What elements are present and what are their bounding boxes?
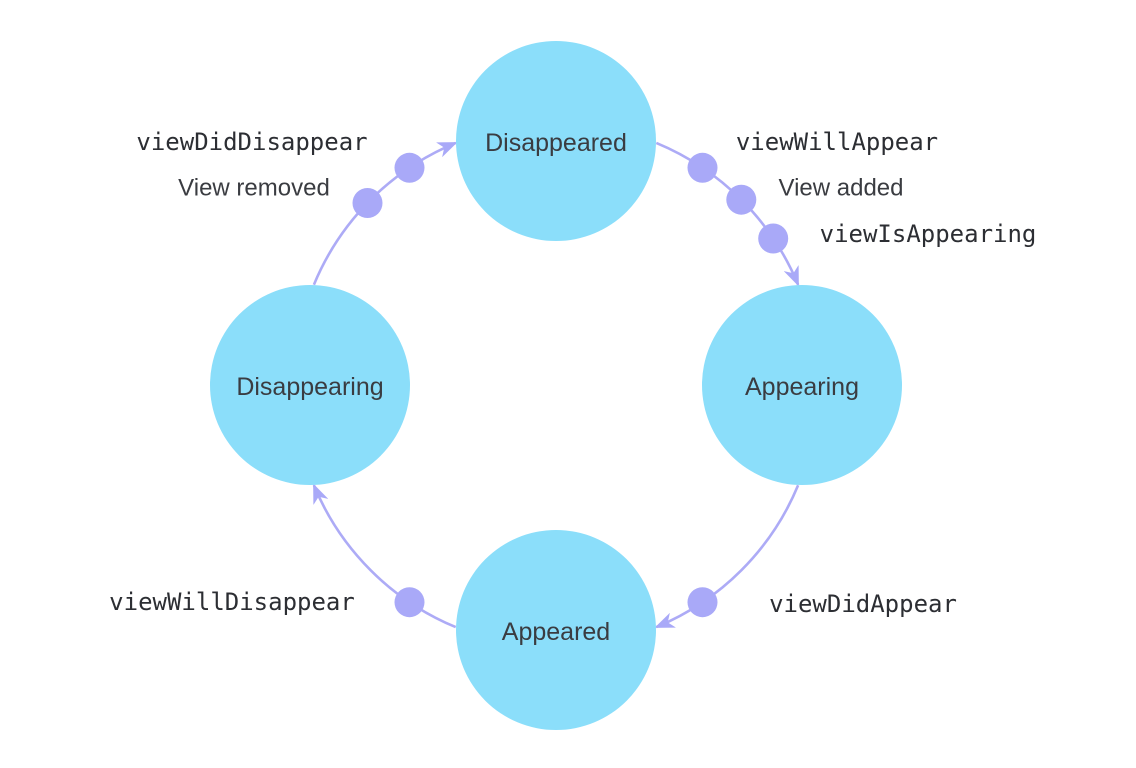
state-node-disappearing: Disappearing <box>210 285 410 485</box>
state-label-appeared: Appeared <box>502 618 610 646</box>
state-label-appearing: Appearing <box>745 373 859 401</box>
state-circle-appeared <box>456 530 656 730</box>
note-label-view-removed: View removed <box>178 175 330 202</box>
state-label-disappearing: Disappearing <box>236 373 383 401</box>
method-label-viewWillDisappear: viewWillDisappear <box>109 588 355 616</box>
event-dot-viewDidDisappear <box>394 152 425 183</box>
state-node-appeared: Appeared <box>456 530 656 730</box>
state-circle-disappearing <box>210 285 410 485</box>
state-circle-appearing <box>702 285 902 485</box>
event-dot-viewDidAppear <box>687 587 718 618</box>
state-node-disappeared: Disappeared <box>456 41 656 241</box>
method-label-viewDidDisappear: viewDidDisappear <box>136 128 367 156</box>
event-dot-viewIsAppearing <box>758 223 789 254</box>
method-label-viewWillAppear: viewWillAppear <box>736 128 938 156</box>
transition-arrow-appearing-to-appeared <box>654 484 800 629</box>
transition-arrow-disappearing-to-disappeared <box>312 141 458 286</box>
transition-arrow-appeared-to-disappearing <box>312 483 457 629</box>
event-dot-viewWillDisappear <box>394 587 425 618</box>
event-dot-view-removed <box>352 188 383 218</box>
method-label-viewIsAppearing: viewIsAppearing <box>820 220 1037 248</box>
event-dot-view-added <box>726 184 757 215</box>
note-label-view-added: View added <box>779 175 904 202</box>
transition-arrow-disappeared-to-appearing <box>655 141 800 287</box>
state-label-disappeared: Disappeared <box>485 129 627 157</box>
method-label-viewDidAppear: viewDidAppear <box>769 590 957 618</box>
event-dot-viewWillAppear <box>687 152 718 183</box>
state-node-appearing: Appearing <box>702 285 902 485</box>
state-circle-disappeared <box>456 41 656 241</box>
